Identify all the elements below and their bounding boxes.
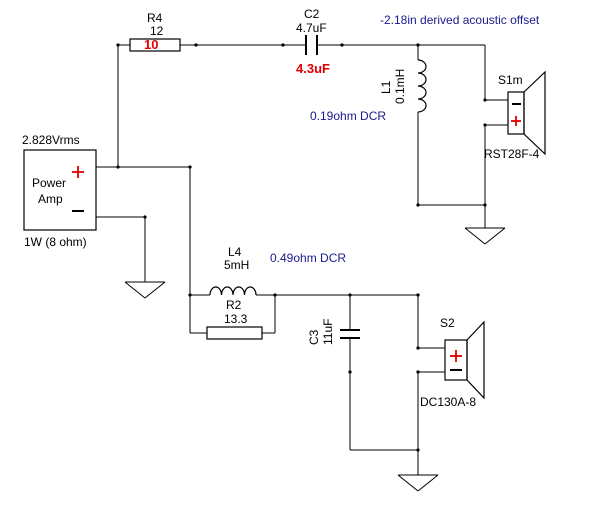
power-amp[interactable]: 2.828Vrms Power Amp 1W (8 ohm) <box>22 133 97 249</box>
amp-power-rating: 1W (8 ohm) <box>24 235 87 249</box>
acoustic-offset-note: -2.18in derived acoustic offset <box>380 13 540 27</box>
ground-symbol-amp <box>124 281 166 299</box>
capacitor-c3[interactable]: C3 11uF <box>307 319 360 345</box>
r4-value: 12 <box>150 24 164 38</box>
c2-ref: C2 <box>304 7 320 21</box>
ground-symbol-tweeter <box>464 227 506 245</box>
s2-ref: S2 <box>440 316 455 330</box>
l1-value: 0.1mH <box>393 69 407 104</box>
r4-override-value: 10 <box>144 37 158 52</box>
l1-dcr-note: 0.19ohm DCR <box>310 109 386 123</box>
ground-symbol-woofer <box>397 474 439 492</box>
capacitor-c2[interactable]: C2 4.7uF 4.3uF <box>296 7 330 76</box>
r2-value: 13.3 <box>224 312 248 326</box>
r2-ref: R2 <box>226 298 242 312</box>
resistor-r2[interactable]: R2 13.3 <box>206 298 263 340</box>
s2-model: DC130A-8 <box>420 395 476 409</box>
speaker-s1m[interactable]: S1m RST28F-4 <box>484 70 546 161</box>
l4-ref: L4 <box>228 245 242 259</box>
amp-voltage: 2.828Vrms <box>22 133 80 147</box>
s1m-model: RST28F-4 <box>484 147 540 161</box>
inductor-l4[interactable]: L4 5mH <box>209 245 257 296</box>
speaker-s2[interactable]: S2 DC130A-8 <box>420 316 485 409</box>
l4-value: 5mH <box>224 258 249 272</box>
c2-override-value: 4.3uF <box>296 61 330 76</box>
junction-dots <box>116 43 487 452</box>
l1-ref: L1 <box>379 80 393 94</box>
inductor-l1[interactable]: L1 0.1mH <box>379 59 427 113</box>
c3-ref: C3 <box>307 329 321 345</box>
amp-name-line2: Amp <box>38 192 63 206</box>
s1m-ref: S1m <box>498 73 523 87</box>
resistor-r4[interactable]: R4 12 10 <box>129 11 181 52</box>
c2-value: 4.7uF <box>296 21 327 35</box>
r4-ref: R4 <box>147 11 163 25</box>
l4-dcr-note: 0.49ohm DCR <box>270 251 346 265</box>
amp-name-line1: Power <box>32 176 66 190</box>
wires <box>96 44 508 475</box>
c3-value: 11uF <box>321 319 335 345</box>
